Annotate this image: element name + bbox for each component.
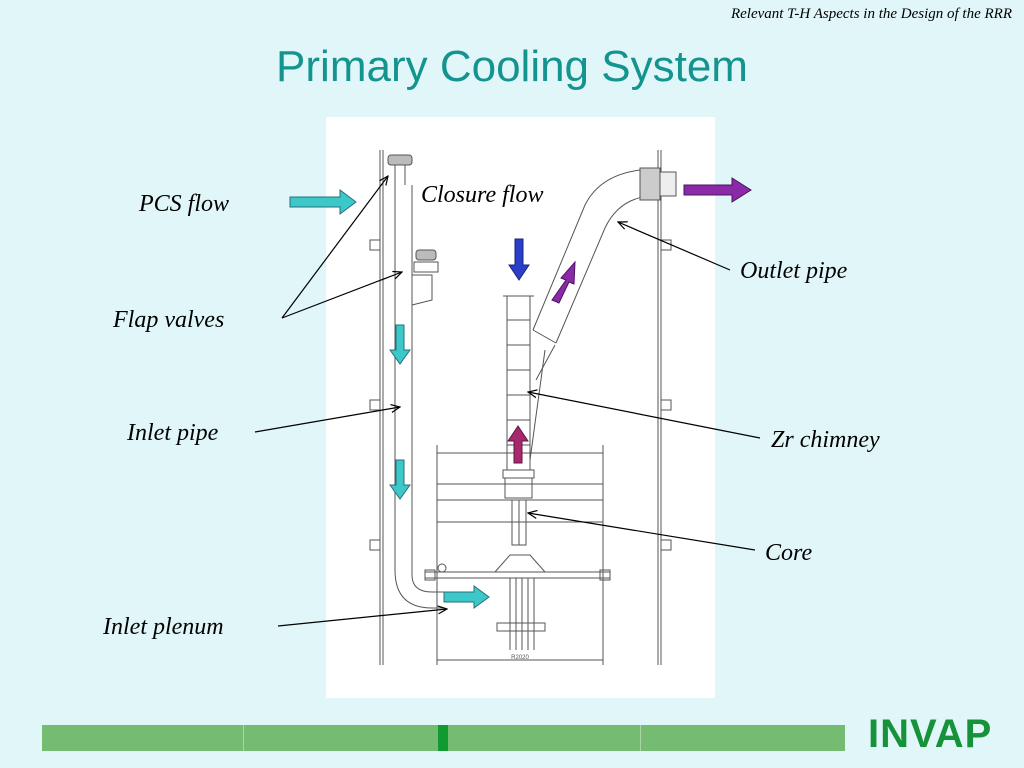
label-pcs-flow: PCS flow xyxy=(139,191,230,217)
label-flap-valves: Flap valves xyxy=(113,307,225,333)
chimney-up-arrow xyxy=(507,425,529,464)
leader-flap-valve-lower xyxy=(281,272,402,319)
reactor-drawing xyxy=(369,150,677,665)
inlet-down-arrow-1 xyxy=(389,324,411,365)
leader-zr-chimney xyxy=(528,392,761,439)
dimension-text: R2020 xyxy=(511,655,529,661)
outlet-flow-arrow xyxy=(683,177,752,203)
label-outlet-pipe: Outlet pipe xyxy=(740,258,848,284)
footer-bar xyxy=(42,725,845,751)
closure-flow-arrow xyxy=(508,238,530,281)
label-zr-chimney: Zr chimney xyxy=(771,427,880,453)
label-core: Core xyxy=(765,540,813,566)
inlet-plenum-arrow xyxy=(443,585,490,609)
inlet-down-arrow-2 xyxy=(389,459,411,500)
label-inlet-plenum: Inlet plenum xyxy=(103,614,224,640)
slide-title: Primary Cooling System xyxy=(276,42,748,91)
footer-bar-marker xyxy=(438,725,448,751)
leader-inlet-pipe xyxy=(254,407,400,433)
outlet-pipe-up-arrow xyxy=(551,260,576,304)
label-inlet-pipe: Inlet pipe xyxy=(127,420,219,446)
pcs-flow-arrow xyxy=(289,189,357,215)
label-closure-flow: Closure flow xyxy=(421,182,544,208)
leader-flap-valve-upper xyxy=(281,176,388,319)
leader-core xyxy=(528,513,756,551)
header-subtitle: Relevant T-H Aspects in the Design of th… xyxy=(730,6,1012,22)
leader-inlet-plenum xyxy=(277,609,447,627)
invap-logo: INVAP xyxy=(868,712,993,756)
leader-outlet-pipe xyxy=(618,222,731,271)
